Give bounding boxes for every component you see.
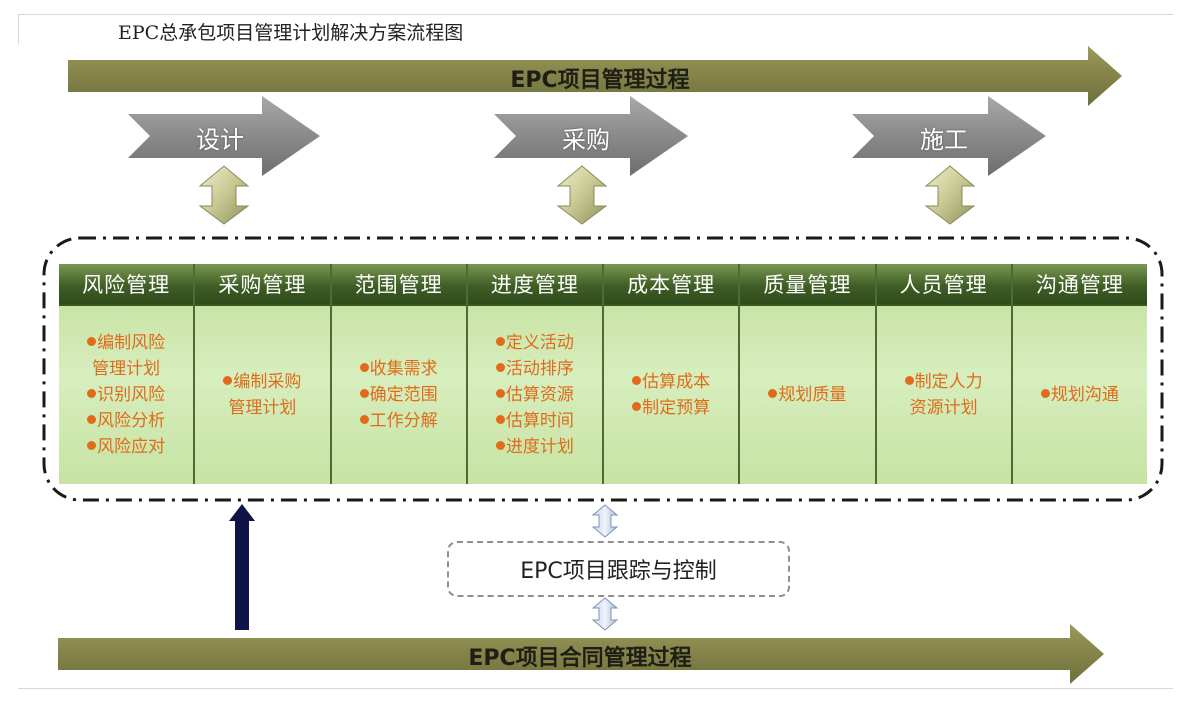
column-quality: 质量管理 规划质量 [740,264,877,484]
bullet-icon [359,389,369,398]
tracking-control-box: EPC项目跟踪与控制 [447,541,790,597]
list-item: 确定范围 [342,382,456,408]
bullet-icon [359,363,369,372]
column-personnel: 人员管理 制定人力 资源计划 [876,264,1013,484]
list-item: 编制风险 [69,330,183,356]
column-body: 定义活动 活动排序 估算资源 估算时间 进度计划 [467,306,602,484]
list-item: 识别风险 [69,382,183,408]
column-header: 范围管理 [331,264,466,306]
column-header: 成本管理 [604,264,739,306]
list-item: 进度计划 [478,434,592,460]
bottom-banner-arrow [58,624,1104,684]
list-item: 收集需求 [342,356,456,382]
column-communication: 沟通管理 规划沟通 [1012,264,1147,484]
list-item: 规划沟通 [1023,382,1137,408]
column-scope: 范围管理 收集需求 确定范围 工作分解 [331,264,468,484]
column-body: 规划沟通 [1012,306,1147,484]
column-risk: 风险管理 编制风险 管理计划 识别风险 风险分析 风险应对 [59,264,196,484]
list-item: 风险应对 [69,434,183,460]
list-item: 编制采购 [205,369,319,395]
bullet-icon [904,376,914,385]
list-item: 制定预算 [614,395,728,421]
tracking-down-link-arrow [591,597,619,631]
column-cost: 成本管理 估算成本 制定预算 [604,264,741,484]
bullet-icon [768,389,778,398]
diagram-title: EPC总承包项目管理计划解决方案流程图 [118,22,464,44]
column-procurement: 采购管理 编制采购 管理计划 [195,264,332,484]
list-item: 工作分解 [342,408,456,434]
frame-bottom-line [18,688,1173,689]
bullet-icon [87,441,97,450]
top-banner-label: EPC项目管理过程 [510,68,690,93]
column-header: 进度管理 [467,264,602,306]
bullet-icon [632,402,642,411]
bullet-icon [87,389,97,398]
column-body: 估算成本 制定预算 [604,306,739,484]
construction-link-arrow [924,165,976,225]
column-header: 采购管理 [195,264,330,306]
bullet-icon [632,376,642,385]
bullet-icon [495,337,505,346]
bullet-icon [87,337,97,346]
tracking-up-link-arrow [591,504,619,538]
bullet-icon [495,389,505,398]
management-columns: 风险管理 编制风险 管理计划 识别风险 风险分析 风险应对 采购管理 编制采购 … [59,264,1147,484]
list-item: 活动排序 [478,356,592,382]
column-header: 人员管理 [876,264,1011,306]
list-item: 估算时间 [478,408,592,434]
column-header: 风险管理 [59,264,194,306]
list-item-continuation: 资源计划 [909,398,978,418]
column-header: 沟通管理 [1012,264,1147,306]
list-item: 定义活动 [478,330,592,356]
column-body: 收集需求 确定范围 工作分解 [331,306,466,484]
list-item: 估算成本 [614,369,728,395]
tracking-control-label: EPC项目跟踪与控制 [520,559,717,584]
construction-phase-arrow [852,96,1046,176]
list-item-continuation: 管理计划 [228,398,297,418]
top-banner-arrow [68,46,1122,106]
column-schedule: 进度管理 定义活动 活动排序 估算资源 估算时间 进度计划 [467,264,604,484]
column-body: 编制采购 管理计划 [195,306,330,484]
bullet-icon [495,441,505,450]
bottom-banner-label: EPC项目合同管理过程 [468,646,692,671]
phase-procurement-label: 采购 [562,126,610,154]
frame-top-line [18,14,1173,15]
list-item-continuation: 管理计划 [92,359,161,379]
bullet-icon [495,415,505,424]
procurement-link-arrow [556,165,608,225]
bullet-icon [87,415,97,424]
phase-design-label: 设计 [196,126,244,154]
bullet-icon [359,415,369,424]
column-header: 质量管理 [740,264,875,306]
design-link-arrow [198,165,250,225]
column-body: 制定人力 资源计划 [876,306,1011,484]
column-body: 编制风险 管理计划 识别风险 风险分析 风险应对 [59,306,194,484]
bullet-icon [495,363,505,372]
management-container [42,236,1164,502]
bullet-icon [1040,389,1050,398]
list-item: 估算资源 [478,382,592,408]
list-item: 制定人力 [887,369,1001,395]
bullet-icon [223,376,233,385]
contract-up-arrow [229,504,255,630]
procurement-phase-arrow [494,96,688,176]
list-item: 风险分析 [69,408,183,434]
design-phase-arrow [128,96,320,176]
phase-construction-label: 施工 [920,126,968,154]
column-body: 规划质量 [740,306,875,484]
list-item: 规划质量 [750,382,864,408]
frame-left-line [18,14,19,44]
